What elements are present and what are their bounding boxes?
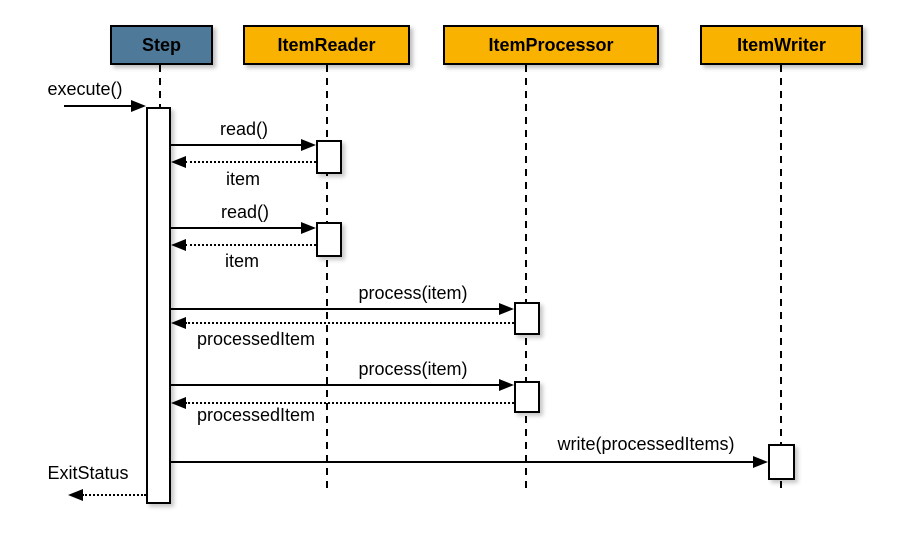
message-processeditem1-label: processedItem: [196, 329, 316, 349]
message-item1-label: item: [225, 169, 261, 189]
message-processeditem2-label: processedItem: [196, 405, 316, 425]
message-processeditem1-line: [185, 322, 514, 324]
message-process2-line: [171, 384, 500, 386]
message-read2-line: [171, 227, 302, 229]
lifeline-itemreader: [326, 65, 328, 490]
activation-itemprocessor-2: [514, 381, 540, 413]
participant-itemreader: ItemReader: [243, 25, 410, 65]
arrowhead-left-icon: [171, 317, 186, 329]
message-write-line: [171, 461, 754, 463]
activation-itemreader-2: [316, 222, 342, 257]
activation-itemprocessor-1: [514, 302, 540, 335]
lifeline-step: [159, 65, 161, 107]
participant-itemreader-label: ItemReader: [277, 34, 376, 55]
message-write-label: write(processedItems): [557, 434, 735, 454]
participant-step-label: Step: [141, 34, 181, 55]
arrowhead-right-icon: [301, 139, 316, 151]
message-read1-line: [171, 144, 302, 146]
participant-itemwriter: ItemWriter: [700, 25, 863, 65]
arrowhead-right-icon: [131, 100, 146, 112]
arrowhead-left-icon: [171, 239, 186, 251]
message-item1-line: [185, 161, 316, 163]
message-read2-label: read(): [220, 202, 270, 222]
arrowhead-right-icon: [499, 379, 514, 391]
lifeline-itemwriter: [780, 65, 782, 493]
message-execute-label: execute(): [47, 79, 123, 99]
participant-itemprocessor: ItemProcessor: [443, 25, 659, 65]
arrowhead-left-icon: [68, 489, 83, 501]
message-exitstatus-line: [82, 494, 146, 496]
participant-itemprocessor-label: ItemProcessor: [488, 34, 614, 55]
activation-itemwriter: [768, 444, 795, 480]
message-item2-line: [185, 244, 316, 246]
participant-itemwriter-label: ItemWriter: [737, 34, 826, 55]
activation-step: [146, 107, 171, 504]
lifeline-itemprocessor: [525, 65, 527, 490]
message-process2-label: process(item): [358, 359, 468, 379]
participant-step: Step: [110, 25, 213, 65]
message-execute-line: [64, 105, 132, 107]
message-exitstatus-label: ExitStatus: [47, 463, 129, 483]
activation-itemreader-1: [316, 140, 342, 174]
arrowhead-right-icon: [753, 456, 768, 468]
message-process1-label: process(item): [358, 283, 468, 303]
message-item2-label: item: [224, 251, 260, 271]
arrowhead-right-icon: [301, 222, 316, 234]
message-read1-label: read(): [219, 119, 269, 139]
message-process1-line: [171, 308, 500, 310]
arrowhead-right-icon: [499, 303, 514, 315]
arrowhead-left-icon: [171, 397, 186, 409]
arrowhead-left-icon: [171, 156, 186, 168]
message-processeditem2-line: [185, 402, 514, 404]
